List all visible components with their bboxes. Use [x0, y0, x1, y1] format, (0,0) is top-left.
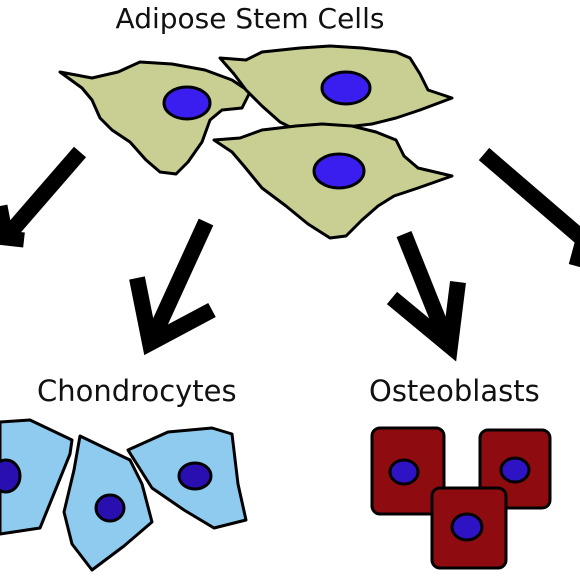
- arrows: [0, 146, 580, 362]
- chondrocyte-cluster: [0, 418, 248, 572]
- stem-cell: [218, 44, 454, 134]
- chondrocytes-label: Chondrocytes: [37, 374, 237, 408]
- arrow-to-osteoblasts: [386, 231, 466, 362]
- chondrocyte-cell: [62, 434, 154, 572]
- stem-cell-nucleus: [320, 70, 372, 106]
- stem-cell: [212, 122, 454, 240]
- arrow-to-chondrocytes: [129, 218, 216, 356]
- chondrocyte-body: [0, 418, 74, 536]
- osteoblasts-label: Osteoblasts: [369, 374, 540, 408]
- osteoblast-nucleus: [499, 456, 531, 484]
- osteoblast-nucleus: [450, 512, 484, 542]
- stem-cell: [58, 60, 252, 176]
- osteoblast-cell: [370, 426, 446, 516]
- chondrocyte-nucleus: [0, 458, 22, 494]
- chondrocyte-cell: [126, 426, 248, 530]
- chondrocyte-nucleus: [177, 461, 213, 491]
- diagram-title: Adipose Stem Cells: [115, 2, 385, 35]
- stem-cell-cluster: [58, 44, 454, 240]
- stem-cell-nucleus: [162, 85, 212, 121]
- chondrocyte-nucleus: [94, 493, 126, 523]
- arrow-far-left: [0, 146, 87, 248]
- stem-cell-body: [58, 60, 252, 176]
- osteoblast-cluster: [370, 426, 552, 570]
- arrow-far-right: [478, 147, 580, 268]
- chondrocyte-cell: [0, 418, 74, 536]
- stem-cell-nucleus: [312, 152, 366, 190]
- osteoblast-nucleus: [388, 458, 420, 486]
- osteoblast-cell: [430, 486, 508, 570]
